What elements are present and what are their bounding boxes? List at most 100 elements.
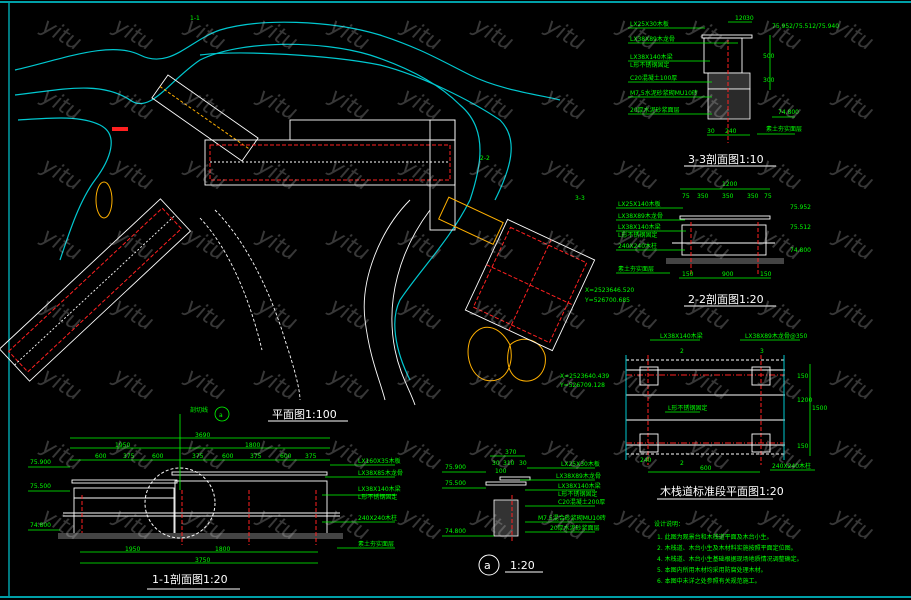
leader-label: LX38X89木龙骨@350 xyxy=(745,332,807,340)
watermark: yitu xyxy=(324,363,373,406)
detail-symbol-label: a xyxy=(219,412,223,419)
watermark: yitu xyxy=(468,13,517,56)
leader-label: LX38X140木梁 xyxy=(660,332,703,340)
watermark: yitu xyxy=(756,13,805,56)
elevation: 75.952 xyxy=(790,204,811,211)
leader-label: LX38X85木龙骨 xyxy=(358,469,403,477)
section-tag: 3-3 xyxy=(575,195,585,202)
river-edge xyxy=(14,21,561,101)
watermark: yitu xyxy=(108,83,157,126)
dimension: 310 xyxy=(503,460,515,467)
plan-title: 平面图1:100 xyxy=(272,408,337,421)
dimension: 375 xyxy=(192,453,204,460)
standard-segment-plan: 2 3 2 LX38X140木梁 LX38X89木龙骨@350 L形不锈钢固定 … xyxy=(625,332,827,500)
watermark: yitu xyxy=(252,13,301,56)
watermark: yitu xyxy=(828,433,877,476)
watermark: yitu xyxy=(252,223,301,266)
watermark: yitu xyxy=(252,433,301,476)
dimension: 75 xyxy=(764,193,772,200)
leader-label: M7.5混合砂浆砌MU10砖 xyxy=(538,514,606,522)
stair-edge xyxy=(199,217,263,351)
leader-labels: LX160X35木板 LX38X85木龙骨 LX38X140木梁 L形不锈钢固定… xyxy=(322,457,403,549)
detail-callout-circle xyxy=(144,467,216,539)
dimension: 1200 xyxy=(797,397,812,404)
watermark: yitu xyxy=(396,503,445,546)
watermark: yitu xyxy=(252,293,301,336)
coord-x: X=2523640.439 xyxy=(560,373,609,380)
leader-label: LX38X140木梁 xyxy=(618,223,661,231)
elevation: 75.500 xyxy=(445,480,466,487)
dimension: 375 xyxy=(305,453,317,460)
leader-label: 240X240木柱 xyxy=(772,462,811,470)
dimension: 900 xyxy=(722,271,734,278)
dimension: 75 xyxy=(682,193,690,200)
dimension: 30 xyxy=(492,460,500,467)
dimension: 30 xyxy=(746,15,754,22)
dimension: 350 xyxy=(747,193,759,200)
coord-x: X=2523646.520 xyxy=(585,287,634,294)
leader-label: 240X240木柱 xyxy=(358,514,397,522)
watermark: yitu xyxy=(540,363,589,406)
dimension: 3690 xyxy=(195,432,210,439)
elevation: 75.952/75.512/75.940 xyxy=(772,23,839,30)
leader-labels: LX25X140木板 LX38X89木龙骨 LX38X140木梁 L形不锈钢固定… xyxy=(616,200,686,274)
detail-symbol xyxy=(214,406,230,422)
dimension: 600 xyxy=(222,453,234,460)
leader-label: LX38X140木梁 xyxy=(630,53,673,61)
coord-y: Y=526709.128 xyxy=(559,382,605,389)
stair-edge xyxy=(214,209,301,401)
river-edge xyxy=(14,43,481,381)
site-plan: X=2523646.520 Y=526700.685 X=2523640.439… xyxy=(0,15,634,422)
dimension: 600 xyxy=(700,465,712,472)
watermark: yitu xyxy=(468,293,517,336)
elevation: 75.900 xyxy=(445,464,466,471)
leader-label: LX38X89木龙骨 xyxy=(618,212,663,220)
river-edge xyxy=(199,52,512,201)
watermark: yitu xyxy=(540,293,589,336)
watermark: yitu xyxy=(252,363,301,406)
note-item: 1. 此图为观景台和木栈道平面及木台小生。 xyxy=(657,533,773,541)
watermark: yitu xyxy=(612,13,661,56)
note-item: 5. 本图内所用木材均采用防腐处理木材。 xyxy=(657,566,767,574)
dimension: 30 xyxy=(707,128,715,135)
dimension: 350 xyxy=(697,193,709,200)
watermark: yitu xyxy=(36,83,85,126)
watermark: yitu xyxy=(684,363,733,406)
watermark: yitu xyxy=(828,363,877,406)
leader-label: LX160X35木板 xyxy=(358,457,401,465)
watermark: yitu xyxy=(612,153,661,196)
dimension: 1800 xyxy=(215,546,230,553)
platform-link xyxy=(438,196,504,245)
dimension: 3750 xyxy=(195,557,210,564)
section-tag: 2 xyxy=(680,348,684,355)
watermark: yitu xyxy=(396,223,445,266)
watermark: yitu xyxy=(612,433,661,476)
dimension: 1950 xyxy=(125,546,140,553)
watermark: yitu xyxy=(108,223,157,266)
section-tag: 3 xyxy=(760,348,764,355)
watermark: yitu xyxy=(324,503,373,546)
leader-label: LX25X140木板 xyxy=(618,200,661,208)
leader-label: 240X240木柱 xyxy=(618,242,657,250)
ground-hatch xyxy=(58,533,343,539)
boardwalk-diagonal xyxy=(0,198,192,382)
watermark: yitu xyxy=(468,433,517,476)
watermark: yitu xyxy=(756,83,805,126)
watermark: yitu xyxy=(540,223,589,266)
watermark: yitu xyxy=(540,433,589,476)
section-title: 3-3剖面图1:10 xyxy=(688,152,764,166)
watermark: yitu xyxy=(540,153,589,196)
watermark: yitu xyxy=(36,503,85,546)
detail-symbol-label: a xyxy=(484,559,491,572)
dimension: 100 xyxy=(495,468,507,475)
watermark: yitu xyxy=(612,503,661,546)
watermark: yitu xyxy=(180,223,229,266)
watermark: yitu xyxy=(540,13,589,56)
watermark: yitu xyxy=(540,83,589,126)
watermark: yitu xyxy=(108,293,157,336)
leader-labels: LX25X30木板 LX38X89木龙骨 LX38X140木梁 L形不锈钢固定 … xyxy=(628,20,839,135)
elevation: 74.800 xyxy=(30,522,51,529)
watermark: yitu xyxy=(396,13,445,56)
note-item: 6. 本图中未详之处参照有关规范施工。 xyxy=(657,577,761,585)
watermark: yitu xyxy=(108,363,157,406)
